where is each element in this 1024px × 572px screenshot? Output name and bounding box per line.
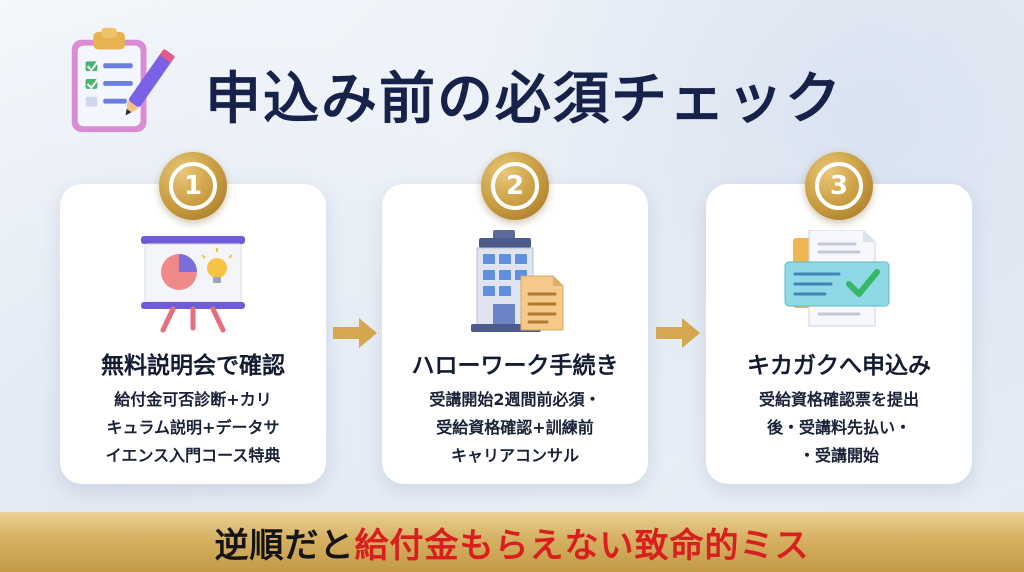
step-number: 1 [169,162,217,210]
warning-banner: 逆順だと給付金もらえない致命的ミス [0,512,1024,572]
application-form-check-icon [784,230,890,327]
step-description: 給付金可否診断+カリ キュラム説明+データサ イエンス入門コース特典 [74,386,312,470]
step-description-line: ・受講開始 [798,446,879,465]
step-description-line: イエンス入門コース特典 [105,446,281,465]
office-building-document-icon [471,230,564,332]
step-description-line: 給付金可否診断+カリ [114,390,272,409]
step-number-badge: 2 [481,152,549,220]
step-description-line: キュラム説明+データサ [106,418,280,437]
warning-text: 逆順だと給付金もらえない致命的ミス [215,518,810,567]
step-number: 3 [815,162,863,210]
clipboard-checklist-icon [71,27,175,133]
step-card-1: 1 無料説明会で確認 給付金可否診断+カリ キュラム説明+データサ イエンス入門… [60,152,326,484]
arrow-right-icon [333,318,377,348]
page-title: 申込み前の必須チェック [205,67,843,132]
step-number-badge: 3 [805,152,873,220]
step-description-line: 受給資格確認+訓練前 [436,418,594,437]
warning-text-highlight: 給付金もらえない致命的ミス [354,525,810,566]
step-card-3: 3 キカガクへ申込み 受給資格確認票を提出 後・受講料先払い・ ・受講開始 [706,152,972,484]
step-number: 2 [491,162,539,210]
step-title: 無料説明会で確認 [101,353,285,379]
arrow-right-icon [656,318,700,348]
presentation-board-icon [141,236,245,333]
step-title: キカガクへ申込み [747,353,931,379]
header [58,22,176,140]
step-description-line: キャリアコンサル [450,446,579,465]
step-card-2: 2 ハローワーク手続き 受講開始2週間前必須・ 受給資格確認+訓練前 キャリアコ… [382,152,648,484]
warning-text-normal: 逆順だと [214,525,355,566]
step-title: ハローワーク手続き [411,353,619,379]
step-description-line: 受給資格確認票を提出 [758,390,919,409]
step-number-badge: 1 [159,152,227,220]
step-description-line: 後・受講料先払い・ [766,418,911,437]
step-description: 受給資格確認票を提出 後・受講料先払い・ ・受講開始 [720,386,958,470]
step-description-line: 受講開始2週間前必須・ [429,390,601,409]
step-description: 受講開始2週間前必須・ 受給資格確認+訓練前 キャリアコンサル [396,386,634,470]
